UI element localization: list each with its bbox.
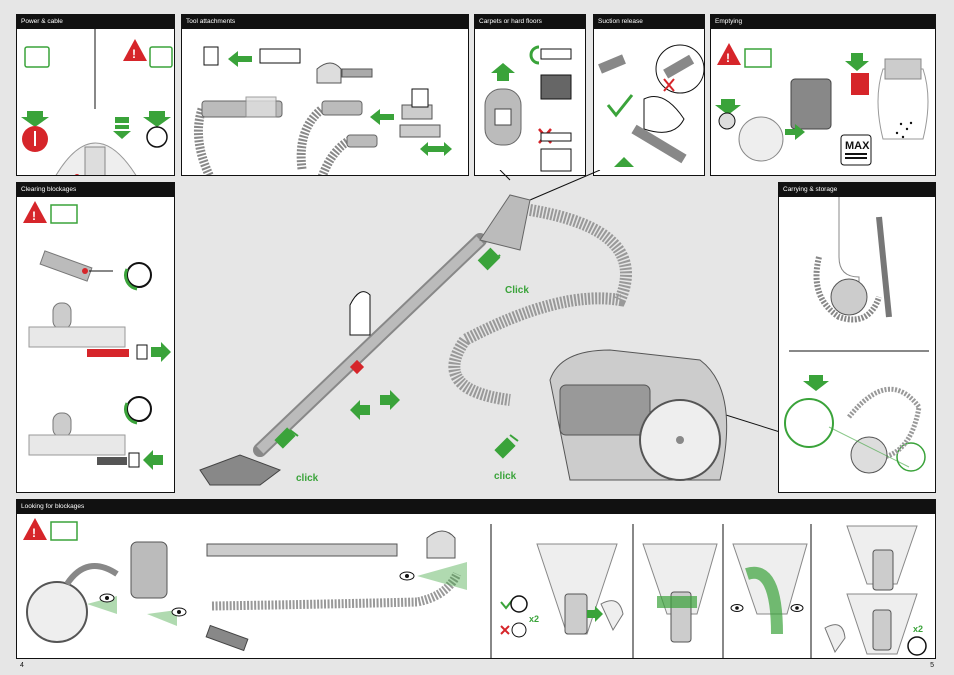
arrow-down-icon-2: [845, 53, 869, 71]
power-cable-illustration: !: [21, 29, 173, 175]
warning-icon: !: [717, 43, 741, 65]
vacuum-cleaner-illustration: [199, 170, 780, 486]
panel-title: Clearing blockages: [17, 183, 174, 197]
eye-icon: [399, 571, 415, 581]
rewind-icon: [146, 126, 168, 148]
panel-looking-for-blockages: Looking for blockages ! x2: [16, 499, 936, 659]
x2-label: x2: [529, 614, 539, 624]
carpets-illustration: [484, 45, 572, 172]
max-label: MAX: [845, 140, 870, 152]
warning-icon: !: [123, 39, 147, 61]
arrow-right-icon: [380, 390, 400, 410]
check-icon: [606, 94, 634, 118]
arrow-down-icon: [21, 111, 49, 127]
click-label: click: [296, 473, 319, 484]
looking-for-blockages-illustration: ! x2: [23, 518, 927, 658]
arrow-left-icon: [228, 51, 252, 67]
panel-title: Suction release: [594, 15, 704, 29]
x2-label: x2: [913, 624, 923, 634]
screw-icon: [510, 595, 528, 613]
unplug-icon-2: [149, 46, 173, 68]
panel-carpets: Carpets or hard floors: [474, 14, 586, 176]
svg-text:!: !: [32, 209, 36, 223]
eye-icon: [730, 604, 744, 612]
panel-tool-attachments: Tool attachments: [181, 14, 469, 176]
arrow-right-icon: [587, 606, 603, 622]
panel-suction-release: Suction release: [593, 14, 705, 176]
arrow-left-icon-2: [370, 109, 394, 125]
panel-title: Power & cable: [17, 15, 174, 29]
panel-title: Carrying & storage: [779, 183, 935, 197]
arrow-down-icon-2: [143, 111, 171, 127]
arrow-left-icon: [143, 450, 163, 470]
carrying-storage-illustration: [784, 197, 929, 474]
panel-title: Emptying: [711, 15, 935, 29]
arrow-up-icon: [491, 63, 515, 81]
tool-attachments-illustration: [193, 46, 452, 175]
eye-icon: [790, 604, 804, 612]
panel-title: Tool attachments: [182, 15, 468, 29]
unplug-icon: [744, 48, 772, 68]
double-arrow-icon: [420, 142, 452, 156]
warning-icon: !: [23, 201, 47, 223]
svg-text:!: !: [132, 47, 136, 61]
click-label: click: [494, 471, 517, 482]
page-number-right: 5: [930, 662, 934, 669]
suction-release-illustration: [598, 44, 704, 167]
click-label: Click: [505, 285, 529, 296]
unplug-icon: [50, 204, 78, 224]
screw-icon: [907, 636, 927, 656]
eye-icon: [171, 607, 187, 617]
arrow-down-icon: [715, 99, 741, 115]
emptying-illustration: ! MAX: [715, 43, 929, 166]
svg-text:!: !: [32, 526, 36, 540]
unplug-icon: [50, 521, 78, 541]
arrow-down-icon: [803, 375, 829, 391]
arrow-left-icon: [350, 400, 370, 420]
svg-text:!: !: [726, 51, 730, 65]
unplug-icon: [24, 46, 50, 68]
panel-emptying: Emptying ! MAX: [710, 14, 936, 176]
clearing-blockages-illustration: !: [23, 201, 171, 470]
panel-title: Looking for blockages: [17, 500, 935, 514]
warning-icon: !: [23, 518, 47, 540]
page-number-left: 4: [20, 662, 24, 669]
panel-title: Carpets or hard floors: [475, 15, 585, 29]
panel-power-cable: Power & cable !: [16, 14, 175, 176]
panel-clearing-blockages: Clearing blockages !: [16, 182, 175, 493]
eye-icon: [99, 593, 115, 603]
arrow-right-icon: [785, 124, 805, 140]
panel-carrying-storage: Carrying & storage: [778, 182, 936, 493]
arrow-up-icon: [614, 157, 634, 167]
arrow-right-icon: [151, 342, 171, 362]
